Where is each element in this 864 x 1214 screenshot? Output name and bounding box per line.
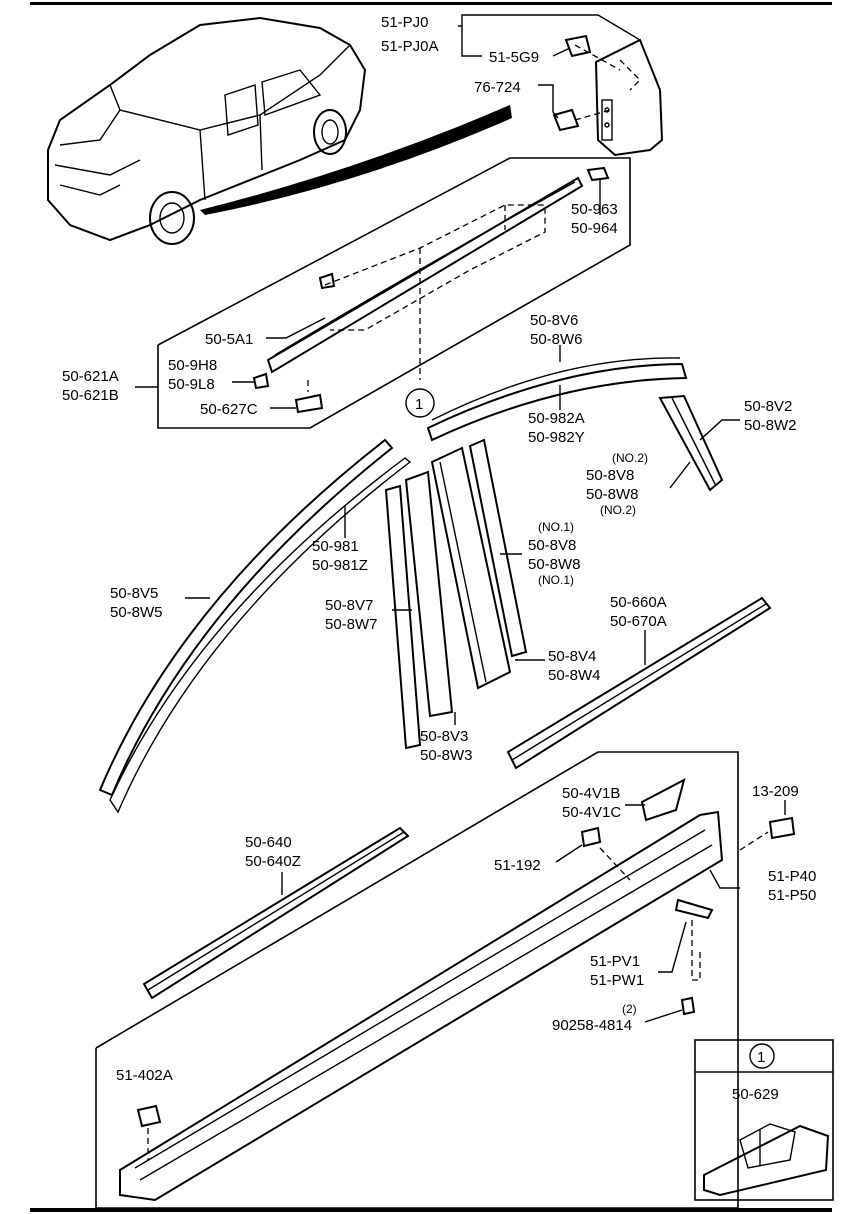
leader-5g9 xyxy=(461,26,482,57)
label-50-982a: 50-982A xyxy=(528,410,585,427)
label-50-8v6: 50-8V6 xyxy=(530,312,578,329)
label-50-9h8: 50-9H8 xyxy=(168,357,217,374)
car-illustration xyxy=(47,16,512,245)
label-51-402a: 51-402A xyxy=(116,1067,173,1084)
rear-upper-moulding xyxy=(426,362,688,442)
label-50-8v4: 50-8V4 xyxy=(548,648,596,665)
inset-callout-number: 1 xyxy=(757,1049,765,1066)
label-no2-top: (NO.2) xyxy=(612,451,648,465)
side-sill-garnish xyxy=(119,810,724,1202)
label-50-4v1c: 50-4V1C xyxy=(562,804,621,821)
label-51-192: 51-192 xyxy=(494,857,541,874)
label-50-963: 50-963 xyxy=(571,201,618,218)
callout-number: 1 xyxy=(415,396,423,413)
label-76-724: 76-724 xyxy=(474,79,521,96)
label-50-621a: 50-621A xyxy=(62,368,119,385)
label-51-pj0: 51-PJ0 xyxy=(381,14,429,31)
label-50-8v8-no1: 50-8V8 xyxy=(528,537,576,554)
callout-circle xyxy=(405,388,435,418)
label-90258-4814: 90258-4814 xyxy=(552,1017,632,1034)
label-50-8v5: 50-8V5 xyxy=(110,585,158,602)
label-50-964: 50-964 xyxy=(571,220,618,237)
label-50-670a: 50-670A xyxy=(610,613,667,630)
label-50-640: 50-640 xyxy=(245,834,292,851)
label-qty-2: (2) xyxy=(622,1002,637,1016)
top-border xyxy=(30,2,832,5)
label-51-pw1: 51-PW1 xyxy=(590,972,644,989)
label-no1-bottom: (NO.1) xyxy=(538,573,574,587)
label-no2-bottom: (NO.2) xyxy=(600,503,636,517)
side-sill-group-box xyxy=(95,751,739,1209)
label-50-5a1: 50-5A1 xyxy=(205,331,253,348)
label-50-621b: 50-621B xyxy=(62,387,119,404)
label-50-981: 50-981 xyxy=(312,538,359,555)
label-50-8w6: 50-8W6 xyxy=(530,331,583,348)
label-50-640z: 50-640Z xyxy=(245,853,301,870)
label-51-p40: 51-P40 xyxy=(768,868,816,885)
label-50-8w4: 50-8W4 xyxy=(548,667,601,684)
label-50-8w7: 50-8W7 xyxy=(325,616,378,633)
pillar-garnish-c xyxy=(468,438,528,658)
label-50-660a: 50-660A xyxy=(610,594,667,611)
bottom-border xyxy=(30,1208,832,1212)
label-50-8w8-no2: 50-8W8 xyxy=(586,486,639,503)
front-roof-moulding xyxy=(98,438,394,797)
label-50-8v7: 50-8V7 xyxy=(325,597,373,614)
label-50-9l8: 50-9L8 xyxy=(168,376,215,393)
label-50-8w5: 50-8W5 xyxy=(110,604,163,621)
label-no1-top: (NO.1) xyxy=(538,520,574,534)
label-50-981z: 50-981Z xyxy=(312,557,368,574)
rear-belt-moulding xyxy=(506,596,772,770)
label-50-8v8-no2: 50-8V8 xyxy=(586,467,634,484)
label-50-8w2: 50-8W2 xyxy=(744,417,797,434)
label-51-p50: 51-P50 xyxy=(768,887,816,904)
pillar-garnish-b xyxy=(430,446,512,690)
label-50-8w8-no1: 50-8W8 xyxy=(528,556,581,573)
label-50-8v2: 50-8V2 xyxy=(744,398,792,415)
label-50-982y: 50-982Y xyxy=(528,429,585,446)
label-50-8w3: 50-8W3 xyxy=(420,747,473,764)
label-50-8v3: 50-8V3 xyxy=(420,728,468,745)
pillar-garnish-mid xyxy=(404,470,454,718)
rear-quarter-garnish xyxy=(658,394,724,492)
pillar-garnish-front xyxy=(384,484,422,750)
label-50-629: 50-629 xyxy=(732,1086,779,1103)
label-13-209: 13-209 xyxy=(752,783,799,800)
label-50-627c: 50-627C xyxy=(200,401,258,418)
leader-pj0 xyxy=(458,14,641,41)
label-51-pv1: 51-PV1 xyxy=(590,953,640,970)
roof-group-box xyxy=(157,157,631,429)
leader-76724 xyxy=(538,84,559,119)
mud-flap-part xyxy=(552,34,664,157)
label-50-4v1b: 50-4V1B xyxy=(562,785,620,802)
inset-box xyxy=(694,1039,834,1201)
roof-moulding xyxy=(266,176,584,374)
label-51-pj0a: 51-PJ0A xyxy=(381,38,439,55)
label-51-5g9: 51-5G9 xyxy=(489,49,539,66)
front-belt-moulding xyxy=(142,826,410,1000)
leader-5g9b xyxy=(552,47,571,57)
